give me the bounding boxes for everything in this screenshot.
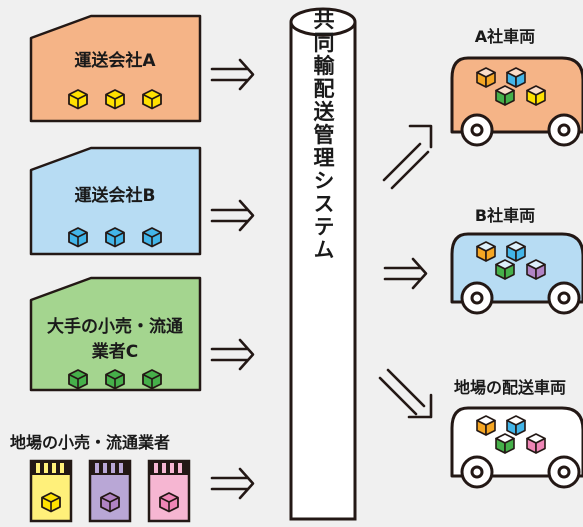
vehicle-label-company-a: A社車両: [475, 27, 535, 46]
box-icon: [476, 67, 496, 88]
local-retailers-label: 地場の小売・流通業者: [10, 433, 170, 452]
box-icon: [526, 85, 546, 106]
box-icon: [142, 89, 162, 110]
box-icon: [526, 433, 546, 454]
arrow-up-right-icon: [382, 124, 433, 190]
cylinder-top: [289, 7, 357, 37]
box-icon: [495, 85, 515, 106]
van-company-a: [450, 56, 583, 147]
box-icon: [142, 369, 162, 390]
box-icon: [68, 227, 88, 248]
van-company-b: [450, 232, 583, 315]
house-retailer-c: 大手の小売・流通 業者C: [29, 276, 202, 392]
cylinder-body: [289, 22, 357, 521]
box-icon: [506, 241, 526, 262]
house-shape: [29, 276, 202, 392]
arrow-right-icon: [210, 58, 255, 91]
box-icon: [68, 89, 88, 110]
box-icon: [476, 241, 496, 262]
arrow-right-icon: [383, 257, 428, 290]
house-label-company-b: 運送会社B: [75, 185, 156, 206]
system-label: 共同輸配送管理システム: [311, 9, 335, 262]
house-label-retailer-c-line2: 業者C: [92, 341, 138, 362]
vehicle-label-company-b: B社車両: [475, 206, 535, 225]
house-label-company-a: 運送会社A: [74, 50, 156, 71]
shop-pink: [147, 459, 191, 523]
local-shops: [29, 459, 191, 523]
box-icon: [142, 227, 162, 248]
house-label-retailer-c-line1: 大手の小売・流通: [47, 316, 183, 337]
box-icon: [105, 369, 125, 390]
box-icon: [100, 492, 120, 513]
van-local: [450, 406, 583, 489]
box-icon: [506, 415, 526, 436]
box-icon: [526, 259, 546, 280]
box-icon: [68, 369, 88, 390]
box-icon: [506, 67, 526, 88]
vehicle-label-local: 地場の配送車両: [454, 378, 566, 397]
house-shape: [29, 146, 202, 256]
box-icon: [495, 259, 515, 280]
system-cylinder: 共同輸配送管理システム: [289, 7, 357, 521]
box-icon: [476, 415, 496, 436]
box-icon: [105, 227, 125, 248]
box-icon: [41, 492, 61, 513]
shop-purple: [88, 459, 132, 523]
arrow-down-right-icon: [378, 368, 433, 419]
arrow-right-icon: [210, 199, 255, 232]
arrow-right-icon: [210, 338, 255, 371]
box-icon: [105, 89, 125, 110]
box-icon: [159, 492, 179, 513]
house-company-b: 運送会社B: [29, 146, 202, 256]
shop-yellow: [29, 459, 73, 523]
house-company-a: 運送会社A: [29, 14, 202, 123]
arrow-right-icon: [210, 467, 255, 500]
box-icon: [495, 433, 515, 454]
